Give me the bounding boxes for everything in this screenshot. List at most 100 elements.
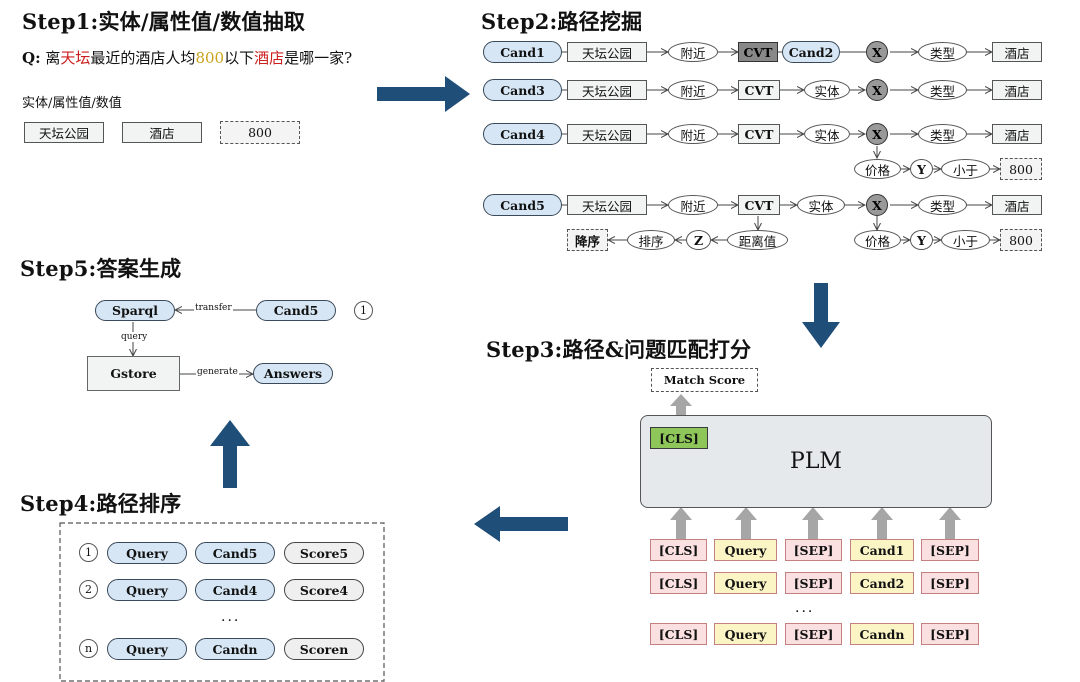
relation-oval: 类型 [918,42,967,62]
token-cls: [CLS] [650,623,707,645]
variable-x: X [866,123,888,145]
token-sep: [SEP] [921,572,979,594]
token-query: Query [714,623,777,645]
extract-label: 实体/属性值/数值 [22,96,122,111]
rank-number: 1 [354,301,373,320]
q-part: 以下 [224,49,255,67]
variable-x: X [866,194,888,216]
compare-oval: 小于 [941,230,990,250]
arrow-step2-to-step3 [802,283,840,348]
cand-pill: Candn [195,638,275,660]
relation-oval: 附近 [668,42,718,62]
token-sep: [SEP] [785,572,842,594]
compare-oval: 小于 [941,159,990,179]
query-label: query [120,332,149,342]
entity-oval: 实体 [797,195,845,215]
cvt-node: CVT [738,42,778,62]
cand-pill: Cand4 [195,579,275,601]
question-text: Q: 离天坛最近的酒店人均800以下酒店是哪一家? [22,47,352,68]
token-query: Query [714,572,777,594]
variable-y: Y [910,230,933,250]
entity-rect: 天坛公园 [567,42,647,62]
step2-title: Step2:路径挖掘 [481,9,643,34]
step4-frame [59,522,385,682]
cvt-node: CVT [738,124,780,144]
token-cls: [CLS] [650,539,707,561]
q-highlight-number: 800 [195,49,225,67]
step1-title: Step1:实体/属性值/数值抽取 [22,9,306,34]
value-box: 800 [1000,229,1042,251]
step5-title: Step5:答案生成 [20,256,182,281]
relation-oval: 附近 [668,195,718,215]
step4-title: Step4:路径排序 [20,491,182,516]
type-rect: 酒店 [992,42,1042,62]
relation-oval: 类型 [918,80,967,100]
entity-rect: 天坛公园 [567,124,647,144]
rank-number: 1 [79,543,98,562]
relation-oval: 类型 [918,195,967,215]
attribute-oval: 价格 [854,159,901,179]
step4-ellipsis: ... [221,609,241,625]
query-pill: Query [107,638,187,660]
cvt-node: CVT [738,195,780,215]
arrow-step4-to-step5 [210,420,250,488]
token-cand: Cand2 [850,572,914,594]
q-label: Q: [22,49,41,67]
token-sep: [SEP] [921,623,979,645]
query-pill: Query [107,542,187,564]
cand-pill: Cand1 [483,41,562,63]
transfer-label: transfer [194,303,233,313]
step3-ellipsis: ... [795,600,815,616]
cand-pill: Cand4 [483,123,562,145]
q-part: 离 [45,49,61,67]
arrow-step1-to-step2 [377,76,470,112]
extract-number: 800 [220,121,300,144]
gstore-box: Gstore [87,356,180,391]
attribute-oval: 价格 [854,230,901,250]
cand-pill: Cand3 [483,79,562,101]
score-pill: Score4 [284,579,364,601]
cand-pill: Cand5 [256,300,336,321]
q-part: 最近的酒店人均 [90,49,196,67]
variable-y: Y [910,159,933,179]
q-highlight-entity: 天坛 [60,49,91,67]
rank-number: 2 [79,580,98,599]
entity-rect: 天坛公园 [567,195,647,215]
relation-oval: 附近 [668,124,718,144]
match-score-box: Match Score [651,368,758,392]
cls-token-output: [CLS] [650,427,708,449]
entity-rect: 天坛公园 [567,80,647,100]
sparql-pill: Sparql [95,300,175,321]
cand-pill: Cand2 [782,41,840,63]
order-box: 降序 [567,229,608,251]
extract-type: 酒店 [122,122,202,143]
token-sep: [SEP] [785,623,842,645]
token-sep: [SEP] [921,539,979,561]
entity-oval: 实体 [804,80,850,100]
token-query: Query [714,539,777,561]
distance-oval: 距离值 [727,230,788,250]
variable-x: X [866,41,888,63]
relation-oval: 附近 [668,80,718,100]
rank-number: n [79,639,98,658]
type-rect: 酒店 [992,195,1042,215]
relation-oval: 类型 [918,124,967,144]
generate-label: generate [196,367,239,377]
type-rect: 酒店 [992,124,1042,144]
token-cand: Candn [850,623,914,645]
cvt-node: CVT [738,80,780,100]
score-pill: Score5 [284,542,364,564]
answers-pill: Answers [253,363,333,384]
query-pill: Query [107,579,187,601]
step3-title: Step3:路径&问题匹配打分 [486,337,752,362]
score-pill: Scoren [284,638,364,660]
variable-z: Z [686,230,711,250]
q-part: 是哪一家? [284,49,353,67]
token-cls: [CLS] [650,572,707,594]
cand-pill: Cand5 [483,194,562,216]
extract-entity: 天坛公园 [24,122,104,143]
q-highlight-type: 酒店 [254,49,285,67]
value-box: 800 [1000,158,1042,180]
token-sep: [SEP] [785,539,842,561]
